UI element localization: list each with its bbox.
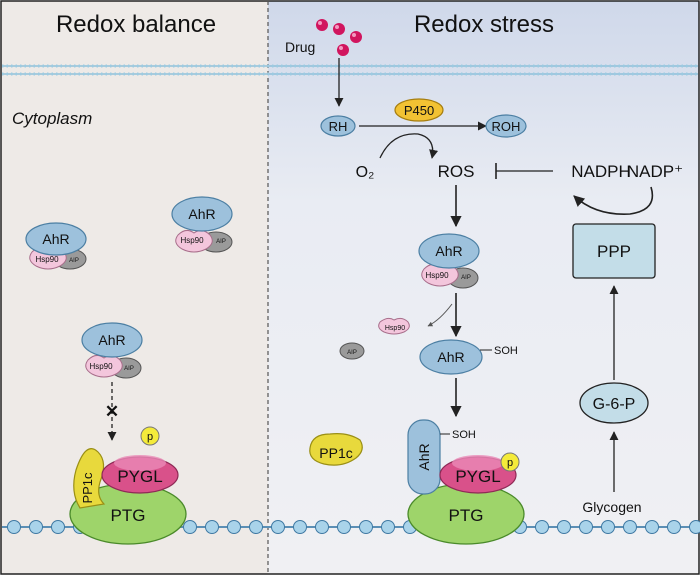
nadp-label: NADP⁺ [627,162,683,181]
ptg-label: PTG [111,506,146,525]
aip-label: AIP [461,275,471,281]
ahr-soh-protein [419,339,483,375]
rh-bubble [320,115,356,137]
membrane-bead [337,520,351,534]
g6p-bubble [579,382,649,424]
pp1c-protein [73,448,106,509]
phosphorylase-complex-right: PTG AhR SOH PYGL p [407,419,525,545]
soh-label: SOH [452,429,476,441]
block-mark: ✕ [105,402,119,421]
roh-label: ROH [492,119,521,134]
membrane-bead [623,520,637,534]
membrane-bead [271,520,285,534]
o2-to-ros-arrow [379,133,439,159]
ahr-label: AhR [416,443,432,470]
roh-bubble [485,114,527,138]
membrane-bead [249,520,263,534]
glycogen-label: Glycogen [582,499,641,515]
release-arrow [427,303,453,327]
free-pp1c: PP1c [309,433,363,466]
aip-label: AIP [216,239,226,245]
right-panel-title: Redox stress [414,11,554,38]
membrane-bead [315,520,329,534]
bound-ahr-protein [407,419,441,495]
membrane-bead [359,520,373,534]
ahr-label: AhR [42,231,69,247]
nadph-label: NADPH [571,162,631,181]
ahr-protein [25,222,87,256]
phosphorylase-complex-left: PTG PP1c PYGL p [69,426,187,545]
top-membrane [2,64,698,76]
phosphate-label: p [507,457,513,469]
aip-label: AIP [124,366,134,372]
ptg-label: PTG [449,506,484,525]
membrane-bead [293,520,307,534]
left-panel-title: Redox balance [56,11,216,38]
g6p-label: G-6-P [593,396,636,413]
ahr-complex-right: AhR Hsp90 AIP [418,233,480,289]
pygl-label: PYGL [117,467,162,486]
pp1c-label: PP1c [80,472,95,504]
ppp-label: PPP [597,242,631,261]
ppp-box [572,223,656,279]
membrane-bead [183,520,197,534]
p450-label: P450 [404,103,434,118]
ahr-label: AhR [435,243,462,259]
drug-molecules [316,19,362,56]
ahr-complex-3: AhR Hsp90 AIP [81,322,143,379]
ahr-label: AhR [437,349,464,365]
released-aip: AIP [339,342,365,360]
hsp90-label: Hsp90 [35,255,59,264]
phosphate-badge [140,426,160,446]
hsp90-label: Hsp90 [385,325,405,332]
rh-label: RH [329,119,348,134]
soh-label: SOH [494,345,518,357]
released-hsp90: Hsp90 [378,317,410,335]
membrane-bead [7,520,21,534]
hsp90-label: Hsp90 [89,362,113,371]
pp1c-label: PP1c [319,445,352,461]
membrane-bead [535,520,549,534]
membrane-bead [689,520,700,534]
aip-label: AIP [69,258,79,264]
o2-label: O₂ [356,164,375,181]
membrane-bead [557,520,571,534]
ahr-complex-1: AhR Hsp90 AIP [25,222,87,270]
drug-label: Drug [285,39,315,55]
ahr-label: AhR [98,332,125,348]
aip-label: AIP [347,350,357,356]
membrane-bead [645,520,659,534]
phosphate-label: p [147,431,153,443]
membrane-bead [29,520,43,534]
membrane-bead [601,520,615,534]
membrane-bead [227,520,241,534]
membrane-bead [579,520,593,534]
phosphate-badge [500,452,520,472]
hsp90-label: Hsp90 [180,236,204,245]
ros-label: ROS [438,162,475,181]
membrane-bead [381,520,395,534]
ahr-label: AhR [188,206,215,222]
membrane-bead [205,520,219,534]
nadp-to-nadph-arrow [573,186,654,215]
ahr-complex-2: AhR Hsp90 AIP [171,196,233,253]
hsp90-label: Hsp90 [425,271,449,280]
pygl-label: PYGL [455,467,500,486]
membrane-bead [667,520,681,534]
membrane-bead [51,520,65,534]
p450-enzyme [394,98,444,122]
cytoplasm-label: Cytoplasm [12,109,92,128]
